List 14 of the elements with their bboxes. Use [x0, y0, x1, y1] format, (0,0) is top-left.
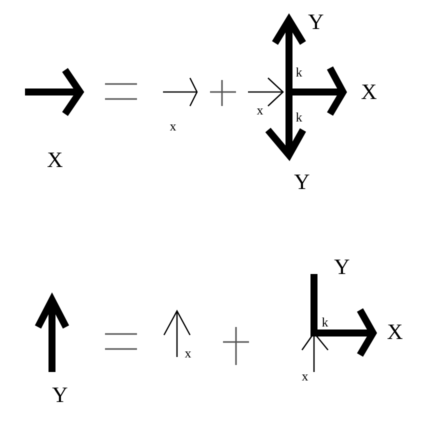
axis-letter: X: [361, 81, 377, 103]
axis-letter: Y: [334, 256, 350, 278]
axis-letter: Y: [308, 11, 324, 33]
axis-letter: Y: [294, 171, 310, 193]
component-letter: x: [302, 370, 308, 382]
axis-letter: X: [47, 149, 63, 171]
component-letter: x: [256, 104, 264, 116]
axis-letter: X: [387, 321, 403, 343]
axis-letter: Y: [52, 384, 68, 406]
component-letter: k: [296, 66, 302, 78]
component-letter: k: [322, 316, 328, 328]
component-letter: x: [184, 346, 192, 360]
component-letter: x: [170, 120, 176, 132]
component-letter: k: [296, 110, 302, 124]
